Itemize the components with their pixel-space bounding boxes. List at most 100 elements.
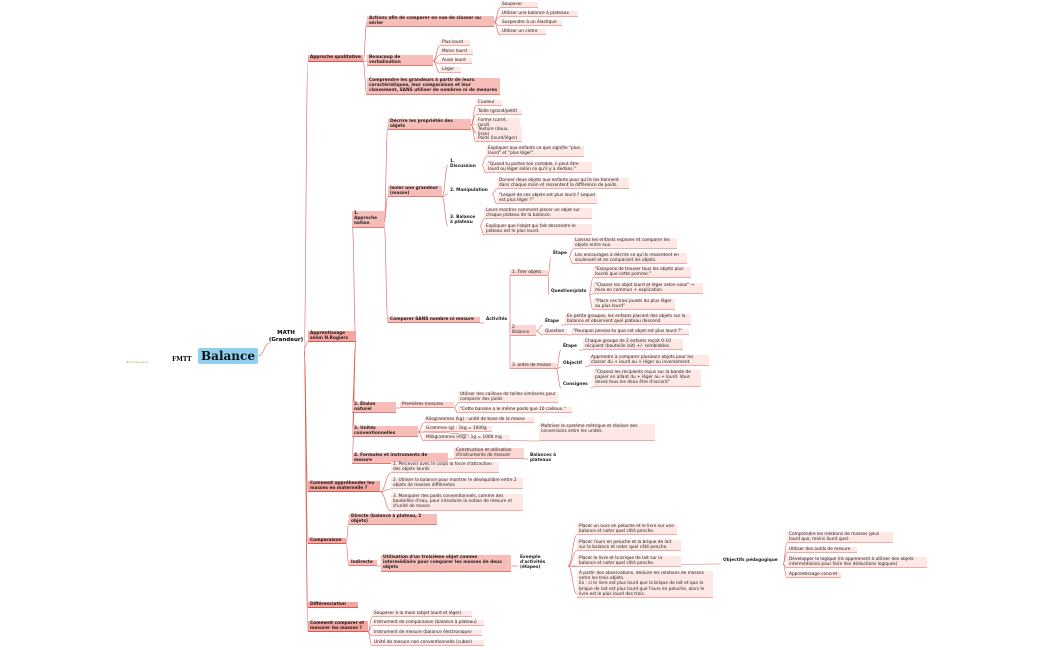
node-e2c1[interactable]: Comprendre les relations de masses (plus… <box>787 532 893 544</box>
node-c2[interactable]: 2. Balance <box>510 325 536 337</box>
node-g1[interactable]: Soupeser à la main (objet lourd et léger… <box>372 611 472 618</box>
node-b3b[interactable]: Grammes (g) : 1kg = 1000g <box>424 426 492 433</box>
node-b1b2a[interactable]: Donner deux objets aux enfants pour qu'i… <box>497 178 629 190</box>
node-c3o1[interactable]: Apprendre à comparer plusieurs objets po… <box>589 355 709 367</box>
connector <box>479 218 485 227</box>
node-d1[interactable]: 1. Percevoir avec le corps la force d'at… <box>391 462 499 474</box>
connector <box>362 61 368 96</box>
connector <box>345 519 350 545</box>
node-c1[interactable]: 1. Trier objets <box>510 270 548 277</box>
node-b1a[interactable]: Décrire les propriétés des objets <box>388 119 471 131</box>
node-c3c1[interactable]: "Classez les récipients reçus sur la ban… <box>593 370 701 387</box>
node-g2[interactable]: Instrument de comparaison (balance à pla… <box>372 620 484 627</box>
node-a2[interactable]: Beaucoup de verbalisation <box>367 55 433 67</box>
node-b4b[interactable]: Balances à plateaux <box>530 453 557 464</box>
connector <box>588 294 594 311</box>
node-a1c[interactable]: Suspendre à un élastique <box>500 20 562 27</box>
node-c3[interactable]: 3. ordre de masse <box>510 363 556 370</box>
node-a1[interactable]: Actions afin de comparer en vue de class… <box>367 16 494 28</box>
node-e2b[interactable]: Exemple d'activités (étapes) <box>520 555 546 571</box>
node-c2e1[interactable]: En petite groupes, les enfants placent d… <box>565 314 691 326</box>
connector <box>441 196 449 227</box>
node-a2b[interactable]: Moins lourd <box>440 49 473 56</box>
node-b1b[interactable]: Isoler une grandeur (masse) <box>388 186 442 198</box>
node-b2a1[interactable]: Utiliser des cailloux de tailles similai… <box>458 392 558 404</box>
node-b4a[interactable]: Construction et utilisation d'instrument… <box>454 448 524 460</box>
node-c1q[interactable]: Question/plats <box>551 289 587 294</box>
node-b3c[interactable]: Milligrammes (mg) : 1g = 1000 mg <box>424 435 510 442</box>
node-d3[interactable]: 3. Manipuler des poids conventionnels, c… <box>391 494 523 511</box>
node-e2c2[interactable]: Utiliser des outils de mesure <box>787 547 857 554</box>
node-c1q3[interactable]: "Place ces trois jouets du plus léger au… <box>593 299 675 311</box>
node-e2b1[interactable]: Placer un ours en peluche et le livre su… <box>577 524 677 536</box>
node-e2c[interactable]: Objectifs pédagogique <box>723 558 778 563</box>
node-b3[interactable]: 3. Unités conventionnelles <box>352 426 418 438</box>
node-a3[interactable]: Comprendre les grandeurs à partir de leu… <box>367 78 500 95</box>
node-a1d[interactable]: Utiliser un cintre <box>500 29 546 36</box>
node-b2a2[interactable]: "Cette banane a le même poids que 10 cai… <box>458 407 572 414</box>
node-b[interactable]: Apprentissage selon N.Rogiers <box>308 331 356 343</box>
node-c1e[interactable]: Étape <box>553 251 567 256</box>
node-b3d[interactable]: Maîtriser le système métrique et réalise… <box>539 424 655 441</box>
node-e2[interactable]: Indirecte <box>349 560 377 567</box>
node-b1b3[interactable]: 3. Balance à plateau <box>450 215 476 226</box>
connector <box>432 45 441 62</box>
node-b1b1[interactable]: 1. Discussion <box>450 159 476 170</box>
node-b1[interactable]: 1. Approche notion <box>352 211 384 228</box>
node-c3e1[interactable]: Chaque groupe de 2 enfants reçoit 0-10 r… <box>583 339 683 351</box>
connector <box>362 21 368 63</box>
node-b1c0[interactable]: Activités <box>486 317 508 322</box>
node-b1a5[interactable]: Poids (lourd/léger) <box>476 136 522 143</box>
connector <box>303 61 309 349</box>
node-c2q[interactable]: Question <box>543 329 567 336</box>
connector <box>367 631 373 647</box>
connector <box>568 256 574 265</box>
node-b1b3a[interactable]: Leurs montrer comment placer un objet su… <box>484 208 592 220</box>
node-e2a[interactable]: Utilisation d'un troisième objet comme i… <box>381 555 511 572</box>
node-a2a[interactable]: Plus lourd <box>440 40 470 47</box>
root-node-balance[interactable]: Balance <box>198 348 258 364</box>
node-c1q1[interactable]: "Essayons de trouver tous les objets plu… <box>593 267 691 279</box>
node-c1e1[interactable]: Laissez les enfants explorer et comparer… <box>573 238 677 250</box>
node-c1q2[interactable]: "Classer les objet lourd et léger selon … <box>593 283 703 295</box>
node-b1c[interactable]: Comparer SANS nombre ni mesure <box>388 317 480 324</box>
math-grandeur-node[interactable]: MATH (Grandeur) <box>268 330 304 343</box>
node-a2d[interactable]: Léger <box>440 67 461 74</box>
node-a[interactable]: Approche qualitative <box>308 55 363 62</box>
node-g3[interactable]: Instrument de mesure (balance électroniq… <box>372 630 482 637</box>
node-b1b2b[interactable]: "Lequel de ces objets est plus lourd ? L… <box>497 193 597 205</box>
node-e2b3[interactable]: Placer le livre et la brique de lait sur… <box>577 556 681 568</box>
node-c1e2[interactable]: Les encourages à décrire ce qu'ils resse… <box>573 253 687 265</box>
node-a2c[interactable]: Aussi lourd <box>440 58 472 65</box>
node-g4[interactable]: Unité de mesure non conventionnelle (cub… <box>372 640 484 647</box>
node-c3e[interactable]: Étape <box>563 344 577 349</box>
connector <box>383 221 389 324</box>
node-e2b4[interactable]: À partir des observations, déduire les r… <box>577 571 713 599</box>
node-c2q1[interactable]: "Pourquoi penses-tu que cet objet est pl… <box>571 329 689 336</box>
node-a1a[interactable]: Soupeser <box>500 2 538 9</box>
connector <box>432 60 441 74</box>
node-e2c4[interactable]: Apprentissage concret <box>787 572 841 579</box>
node-c2e[interactable]: Étape <box>545 319 559 324</box>
node-b2[interactable]: 2. Étalon naturel <box>352 402 396 414</box>
node-e2c3[interactable]: Développer la logique (ils apprennent à … <box>787 557 927 569</box>
node-c3c[interactable]: Consignes <box>563 382 588 387</box>
node-f[interactable]: Différenciation <box>308 602 358 609</box>
node-d2[interactable]: 2. Utiliser la balance pour montrer le d… <box>391 478 523 490</box>
node-b1b2[interactable]: 2. Manipulation <box>450 188 488 193</box>
node-b1a2[interactable]: Taille (grand/petit) <box>476 109 522 116</box>
node-b3a[interactable]: Kilogrammes (kg) : unité de base de la m… <box>424 417 534 424</box>
node-g[interactable]: Comment comparer et mesurer les masses ? <box>308 621 368 633</box>
node-a1b[interactable]: Utiliser une balance à plateaux <box>500 11 578 18</box>
node-e1[interactable]: Directe (balance à plateau, 2 objets) <box>349 514 437 526</box>
node-c3o[interactable]: Objectif <box>563 361 583 366</box>
node-b2a[interactable]: Premières mesures <box>400 402 454 409</box>
node-b1a1[interactable]: Couleur <box>476 100 502 107</box>
connector <box>567 565 578 595</box>
node-b1b3b[interactable]: Expliquer que l'objet qui fait descendre… <box>484 224 592 236</box>
node-b1b1b[interactable]: "Quand tu portes ton cartable, il peut ê… <box>486 162 592 174</box>
node-d[interactable]: Comment appréhender les masses en matern… <box>308 481 380 493</box>
node-e2b2[interactable]: Placer l'ours en peluche et la brique de… <box>577 540 681 552</box>
node-b1b1a[interactable]: Expliquer aux enfants ce que signifie "p… <box>486 146 584 158</box>
node-e[interactable]: Comparaison <box>308 538 346 545</box>
